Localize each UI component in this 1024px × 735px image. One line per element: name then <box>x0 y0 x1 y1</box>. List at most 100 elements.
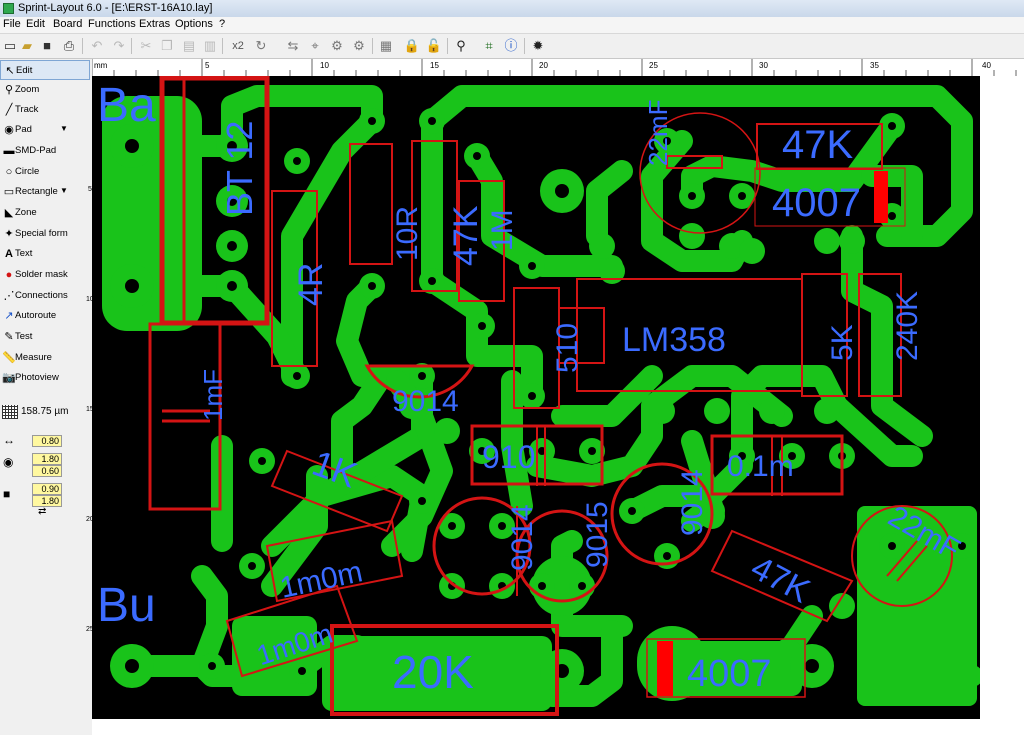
cut-icon[interactable]: ✂ <box>140 38 152 53</box>
mirror-icon[interactable]: ⇆ <box>287 38 299 53</box>
layer-icon[interactable]: ▦ <box>379 38 393 53</box>
grid-icon <box>2 405 18 419</box>
track-icon: ╱ <box>5 104 13 116</box>
label-r7: 240K <box>891 291 924 361</box>
tool-autoroute[interactable]: ↗Autoroute <box>0 306 90 326</box>
menu-options[interactable]: Options <box>175 18 213 30</box>
label-bt: BT 12 <box>219 121 260 216</box>
group-icon[interactable]: ⚙ <box>331 38 343 53</box>
tool-photoview[interactable]: 📷Photoview <box>2 372 59 384</box>
swap-icon[interactable]: ⇄ <box>38 506 47 517</box>
delete-icon[interactable]: ▥ <box>203 38 217 53</box>
silkscreen <box>148 75 953 716</box>
ruler-label-40: 40 <box>982 61 991 70</box>
save-icon[interactable]: ■ <box>43 38 51 53</box>
label-r2: 47K <box>447 205 485 266</box>
zoom-x2-button[interactable]: x2 <box>232 40 244 52</box>
tool-rectangle[interactable]: ▭Rectangle▼ <box>3 186 68 198</box>
label-cap2: 22mF <box>643 100 673 166</box>
tool-zoom[interactable]: ⚲Zoom <box>0 80 90 100</box>
smd-pad-icon: ▬ <box>3 145 15 157</box>
label-d2: 4007 <box>687 653 772 695</box>
menu-functions[interactable]: Functions <box>88 18 136 30</box>
paste-icon[interactable]: ▤ <box>182 38 196 53</box>
tool-solder-mask[interactable]: ●Solder mask <box>0 265 90 285</box>
info-icon[interactable]: ⓘ <box>504 38 518 53</box>
grid-selector[interactable]: 158.75 µm <box>2 403 88 421</box>
label-t3: 9015 <box>581 501 614 568</box>
special-form-icon: ✦ <box>4 228 14 240</box>
menu-help[interactable]: ? <box>219 18 226 30</box>
tool-pad[interactable]: ◉Pad▼ <box>0 120 90 140</box>
label-r10: 510 <box>551 323 584 373</box>
label-r13: 20K <box>392 646 474 698</box>
copy-icon[interactable]: ❐ <box>161 38 173 53</box>
tool-connections[interactable]: ⋰Connections <box>3 290 68 302</box>
tool-track[interactable]: ╱Track <box>0 100 90 120</box>
pad-inner-field[interactable]: 0.60 <box>32 465 62 477</box>
open-folder-icon[interactable]: ▰ <box>22 38 32 53</box>
canvas[interactable]: 47K 4007 LM358 1K 1m0m 1m0m 20K 4007 910… <box>92 75 1024 735</box>
ruler-label-15: 15 <box>430 61 439 70</box>
ruler-label-10: 10 <box>320 61 329 70</box>
label-ba: Ba <box>97 79 156 132</box>
tool-edit[interactable]: ↖Edit <box>0 60 90 80</box>
label-ic1: LM358 <box>622 321 726 359</box>
search-icon[interactable]: ⚲ <box>456 38 466 53</box>
rectangle-icon: ▭ <box>3 186 15 198</box>
connections-icon: ⋰ <box>3 290 15 302</box>
menu-extras[interactable]: Extras <box>139 18 171 30</box>
pad-size-icon: ◉ <box>3 455 14 469</box>
track-width-field[interactable]: 0.80 <box>32 435 62 447</box>
tool-zone[interactable]: ◣Zone <box>0 203 90 223</box>
smd-width-field[interactable]: 0.90 <box>32 483 62 495</box>
menu-board[interactable]: Board <box>53 18 83 30</box>
ungroup-icon[interactable]: ⚙ <box>353 38 365 53</box>
unlock-icon[interactable]: 🔓 <box>425 38 443 53</box>
pcb-drawing: 47K 4007 LM358 1K 1m0m 1m0m 20K 4007 910… <box>97 75 983 716</box>
smd-height-field[interactable]: 1.80 <box>32 495 62 507</box>
label-r4: 10R <box>391 206 424 261</box>
pad-icon: ◉ <box>4 124 14 136</box>
redo-icon[interactable]: ↷ <box>113 38 125 53</box>
lock-icon[interactable]: 🔒 <box>403 38 421 53</box>
undo-icon[interactable]: ↶ <box>91 38 103 53</box>
zoom-icon: ⚲ <box>4 84 14 96</box>
pad-holes <box>125 117 966 678</box>
menu-edit[interactable]: Edit <box>26 18 45 30</box>
menu-bar: File Edit Board Functions Extras Options… <box>0 17 1024 34</box>
align-icon[interactable]: ⌖ <box>311 38 319 53</box>
chevron-down-icon[interactable]: ▼ <box>60 124 68 133</box>
label-bu: Bu <box>97 579 156 632</box>
vertical-ruler: 5 10 15 20 25 <box>86 186 94 633</box>
tool-smd-pad[interactable]: ▬SMD-Pad <box>3 145 57 157</box>
label-c1: 910 <box>482 439 535 475</box>
autoroute-icon: ↗ <box>4 310 14 322</box>
ruler-label-35: 35 <box>870 61 879 70</box>
solder-mask-icon: ● <box>5 269 13 281</box>
print-icon[interactable]: ⎙ <box>63 38 75 53</box>
label-t1: 9014 <box>392 385 459 418</box>
component-icon[interactable]: ✹ <box>532 38 544 53</box>
chevron-down-icon[interactable]: ▼ <box>60 186 68 195</box>
tool-measure[interactable]: 📏Measure <box>2 352 52 364</box>
pad-outer-field[interactable]: 1.80 <box>32 453 62 465</box>
window-title: Sprint-Layout 6.0 - [E:\ERST-16A10.lay] <box>18 2 213 14</box>
pcb-board[interactable]: 47K 4007 LM358 1K 1m0m 1m0m 20K 4007 910… <box>92 75 983 719</box>
test-icon: ✎ <box>4 331 14 343</box>
toolbar: ▭ ▰ ■ ⎙ ↶ ↷ ✂ ❐ ▤ ▥ x2 ↻ ⇆ ⌖ ⚙ ⚙ ▦ 🔒 🔓 ⚲… <box>0 34 1024 59</box>
tool-panel: ↖Edit ⚲Zoom ╱Track ◉Pad▼ ▬SMD-Pad ○Circl… <box>0 59 93 735</box>
crop-icon[interactable]: ⌗ <box>485 38 493 53</box>
new-file-icon[interactable]: ▭ <box>3 38 17 53</box>
zone-icon: ◣ <box>4 207 14 219</box>
diode-bands <box>657 171 888 696</box>
tool-circle[interactable]: ○Circle <box>0 162 90 182</box>
menu-file[interactable]: File <box>3 18 21 30</box>
tool-special-form[interactable]: ✦Special form <box>0 224 90 244</box>
photoview-icon: 📷 <box>2 372 16 384</box>
rotate-icon[interactable]: ↻ <box>255 38 267 53</box>
label-d1: 4007 <box>772 181 861 225</box>
label-cap1: 1mF <box>198 369 228 421</box>
tool-test[interactable]: ✎Test <box>0 327 90 347</box>
